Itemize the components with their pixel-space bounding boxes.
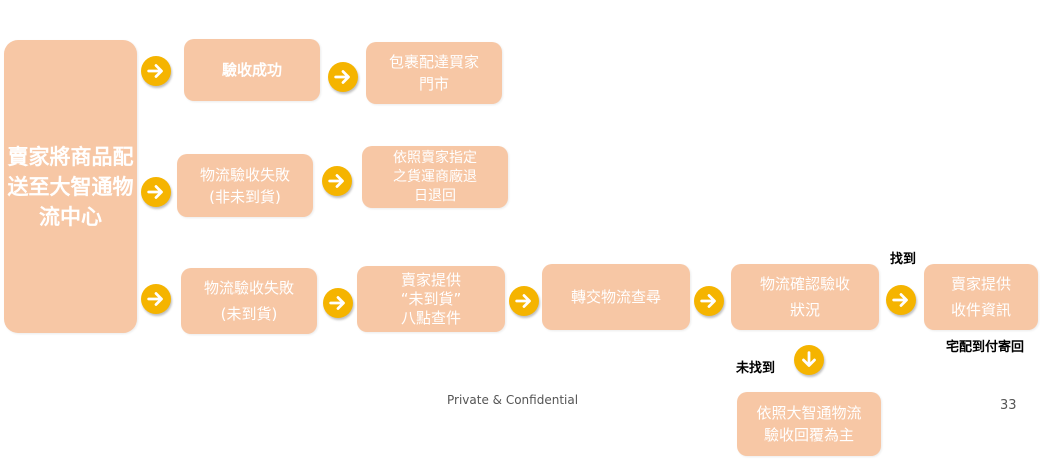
return-cod-label: 宅配到付寄回 [946, 340, 1025, 355]
arrow-right-icon [141, 177, 171, 207]
arrow-right-icon [322, 166, 352, 196]
step-seller-reports-missing: 賣家提供 “未到貨” 八點查件 [357, 266, 505, 332]
step-per-logistics-reply: 依照大智通物流 驗收回覆為主 [737, 392, 881, 456]
not-found-label: 未找到 [736, 361, 776, 376]
arrow-right-icon [886, 285, 916, 315]
step-inspection-fail-not-missing: 物流驗收失敗 (非未到貨) [177, 154, 313, 217]
found-label: 找到 [890, 252, 917, 267]
arrow-down-icon [794, 345, 824, 375]
arrow-right-icon [694, 286, 724, 316]
step-inspection-success: 驗收成功 [184, 39, 320, 101]
arrow-right-icon [509, 286, 539, 316]
arrow-right-icon [141, 56, 171, 86]
step-forward-logistics-search: 轉交物流查尋 [542, 264, 690, 330]
arrow-right-icon [141, 284, 171, 314]
step-inspection-fail-missing: 物流驗收失敗 (未到貨) [181, 268, 317, 334]
step-delivered-to-store: 包裹配達買家 門市 [366, 42, 502, 104]
step-logistics-confirm: 物流確認驗收 狀況 [731, 264, 879, 330]
step-seller-provides-info: 賣家提供 收件資訊 [924, 264, 1038, 330]
confidential-footer: Private & Confidential [447, 393, 579, 407]
step-return-via-carrier: 依照賣家指定 之貨運商廠退 日退回 [362, 146, 508, 208]
arrow-right-icon [323, 288, 353, 318]
source-seller-ships-to-dc: 賣家將商品配送至大智通物流中心 [4, 40, 137, 333]
arrow-right-icon [328, 62, 358, 92]
page-number: 33 [1000, 398, 1017, 413]
